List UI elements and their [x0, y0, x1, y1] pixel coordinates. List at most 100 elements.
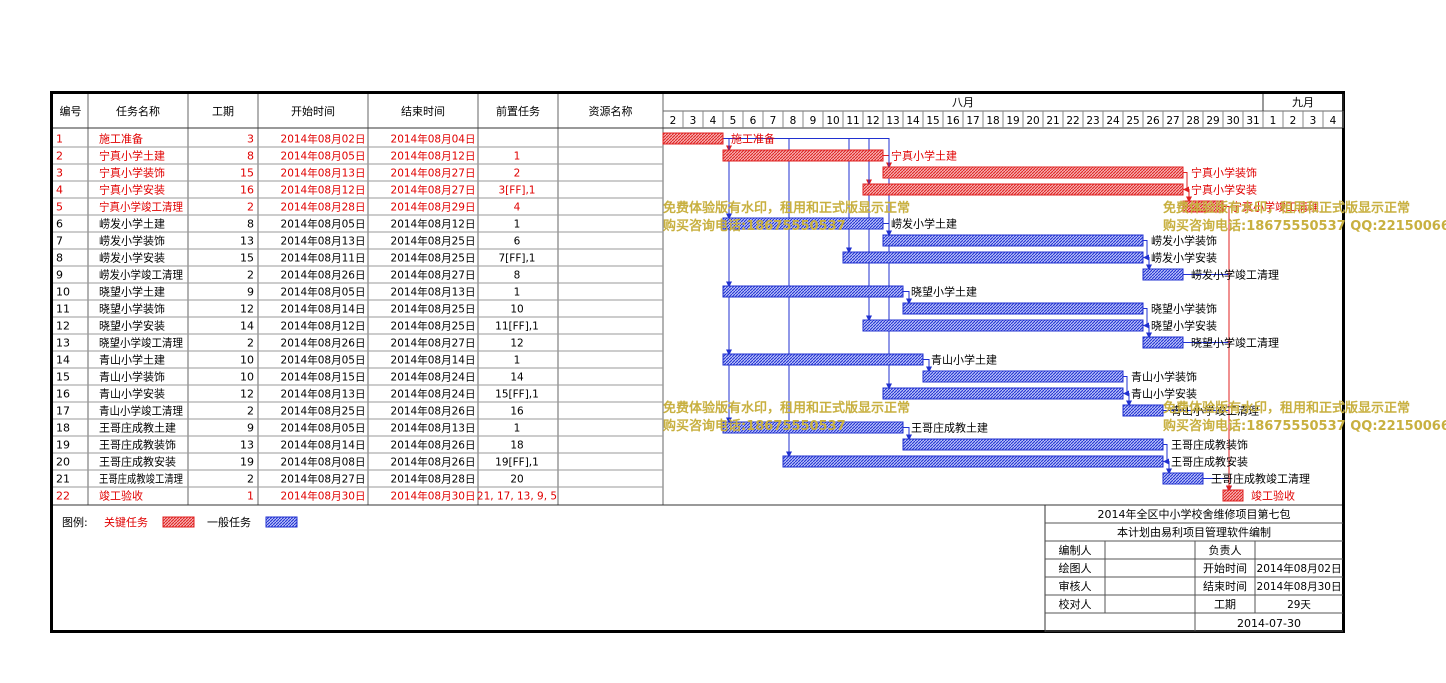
task-pred: 2	[514, 168, 521, 180]
bar-label: 青山小学安装	[1131, 387, 1197, 401]
info-value: 2014年08月02日	[1257, 562, 1342, 575]
bar-label: 宁真小学竣工清理	[1231, 200, 1319, 214]
gantt-frame	[50, 91, 1345, 633]
task-name: 施工准备	[99, 132, 143, 146]
task-duration: 8	[247, 150, 254, 163]
legend-normal-swatch	[265, 516, 298, 528]
column-header: 工期	[212, 105, 234, 118]
task-name: 王哥庄成教土建	[99, 421, 176, 435]
dependency-link	[1143, 325, 1152, 339]
task-start: 2014年08月05日	[281, 218, 366, 231]
column-header: 开始时间	[291, 104, 335, 118]
task-pred: 10	[510, 304, 523, 316]
task-name: 青山小学安装	[99, 387, 165, 401]
task-duration: 13	[240, 235, 254, 248]
legend-normal-label: 一般任务	[207, 516, 251, 529]
day-label: 30	[1226, 115, 1239, 127]
day-label: 5	[730, 115, 737, 127]
watermark-text: 免费体验版有水印，租用和正式版显示正常	[1163, 400, 1410, 416]
task-bar	[1142, 268, 1184, 281]
day-label: 17	[966, 115, 979, 127]
task-pred: 8	[514, 270, 521, 282]
task-end: 2014年08月12日	[391, 218, 476, 231]
dependency-link	[723, 138, 732, 152]
info-label: 编制人	[1059, 543, 1092, 557]
bar-label: 晓望小学土建	[911, 285, 977, 299]
task-id: 22	[56, 490, 70, 503]
task-start: 2014年08月05日	[281, 354, 366, 367]
day-label: 19	[1006, 115, 1019, 127]
info-label: 负责人	[1209, 543, 1242, 557]
task-end: 2014年08月28日	[391, 473, 476, 486]
task-start: 2014年08月05日	[281, 422, 366, 435]
task-bar	[862, 183, 1184, 196]
task-duration: 9	[247, 286, 254, 299]
dependency-link	[1223, 206, 1232, 492]
day-label: 4	[710, 115, 717, 127]
task-start: 2014年08月14日	[281, 303, 366, 316]
task-bar	[842, 251, 1144, 264]
dependency-link	[1143, 257, 1152, 271]
task-end: 2014年08月25日	[391, 303, 476, 316]
task-end: 2014年08月27日	[391, 269, 476, 282]
dependency-link	[1183, 172, 1189, 193]
task-end: 2014年08月30日	[391, 490, 476, 503]
task-bar	[902, 302, 1144, 315]
task-duration: 3	[247, 133, 254, 146]
day-label: 8	[790, 115, 797, 127]
task-start: 2014年08月26日	[281, 269, 366, 282]
watermark-text: 免费体验版有水印，租用和正式版显示正常	[663, 400, 910, 416]
task-pred: 1	[514, 423, 521, 435]
dependency-link	[723, 138, 732, 356]
task-duration: 2	[247, 201, 254, 214]
task-pred: 14	[510, 372, 524, 384]
bar-label: 晓望小学装饰	[1151, 302, 1217, 316]
task-name: 青山小学土建	[99, 353, 165, 367]
day-label: 28	[1186, 115, 1199, 127]
task-bar	[902, 438, 1164, 451]
task-end: 2014年08月12日	[391, 150, 476, 163]
column-header: 任务名称	[116, 104, 160, 118]
task-id: 13	[56, 337, 70, 350]
task-name: 青山小学装饰	[99, 370, 165, 384]
day-label: 11	[846, 115, 859, 127]
bar-label: 施工准备	[731, 132, 775, 146]
column-header: 结束时间	[401, 105, 445, 118]
legend-critical-swatch	[162, 516, 195, 528]
dependency-link	[1143, 308, 1149, 329]
task-end: 2014年08月24日	[391, 371, 476, 384]
task-duration: 9	[247, 422, 254, 435]
task-pred: 12	[510, 338, 523, 350]
task-id: 17	[56, 405, 70, 418]
info-label: 审核人	[1059, 579, 1092, 593]
dependency-link	[1123, 393, 1132, 407]
task-end: 2014年08月27日	[391, 184, 476, 197]
task-end: 2014年08月27日	[391, 337, 476, 350]
info-label: 结束时间	[1203, 580, 1247, 593]
task-pred: 18	[510, 440, 523, 452]
task-end: 2014年08月24日	[391, 388, 476, 401]
task-pred: 15[FF],1	[495, 389, 539, 401]
bar-label: 宁真小学装饰	[1191, 166, 1257, 180]
task-pred: 3[FF],1	[499, 185, 536, 197]
day-label: 1	[1270, 115, 1277, 127]
dependency-link	[1163, 461, 1172, 475]
day-label: 15	[926, 115, 939, 127]
legend-critical-label: 关键任务	[104, 515, 148, 529]
task-id: 3	[56, 167, 63, 180]
task-name: 崂发小学土建	[99, 217, 165, 231]
task-start: 2014年08月11日	[281, 252, 366, 265]
task-duration: 10	[240, 354, 254, 367]
task-duration: 2	[247, 337, 254, 350]
task-name: 王哥庄成教装饰	[99, 438, 176, 452]
day-label: 2	[670, 115, 677, 127]
task-end: 2014年08月27日	[391, 167, 476, 180]
info-label: 校对人	[1059, 597, 1092, 611]
bar-label: 王哥庄成教安装	[1171, 455, 1248, 469]
task-name: 晓望小学安装	[99, 319, 165, 333]
column-header: 资源名称	[589, 104, 633, 118]
day-label: 23	[1086, 115, 1099, 127]
task-bar	[922, 370, 1124, 383]
dependency-link	[723, 138, 792, 458]
